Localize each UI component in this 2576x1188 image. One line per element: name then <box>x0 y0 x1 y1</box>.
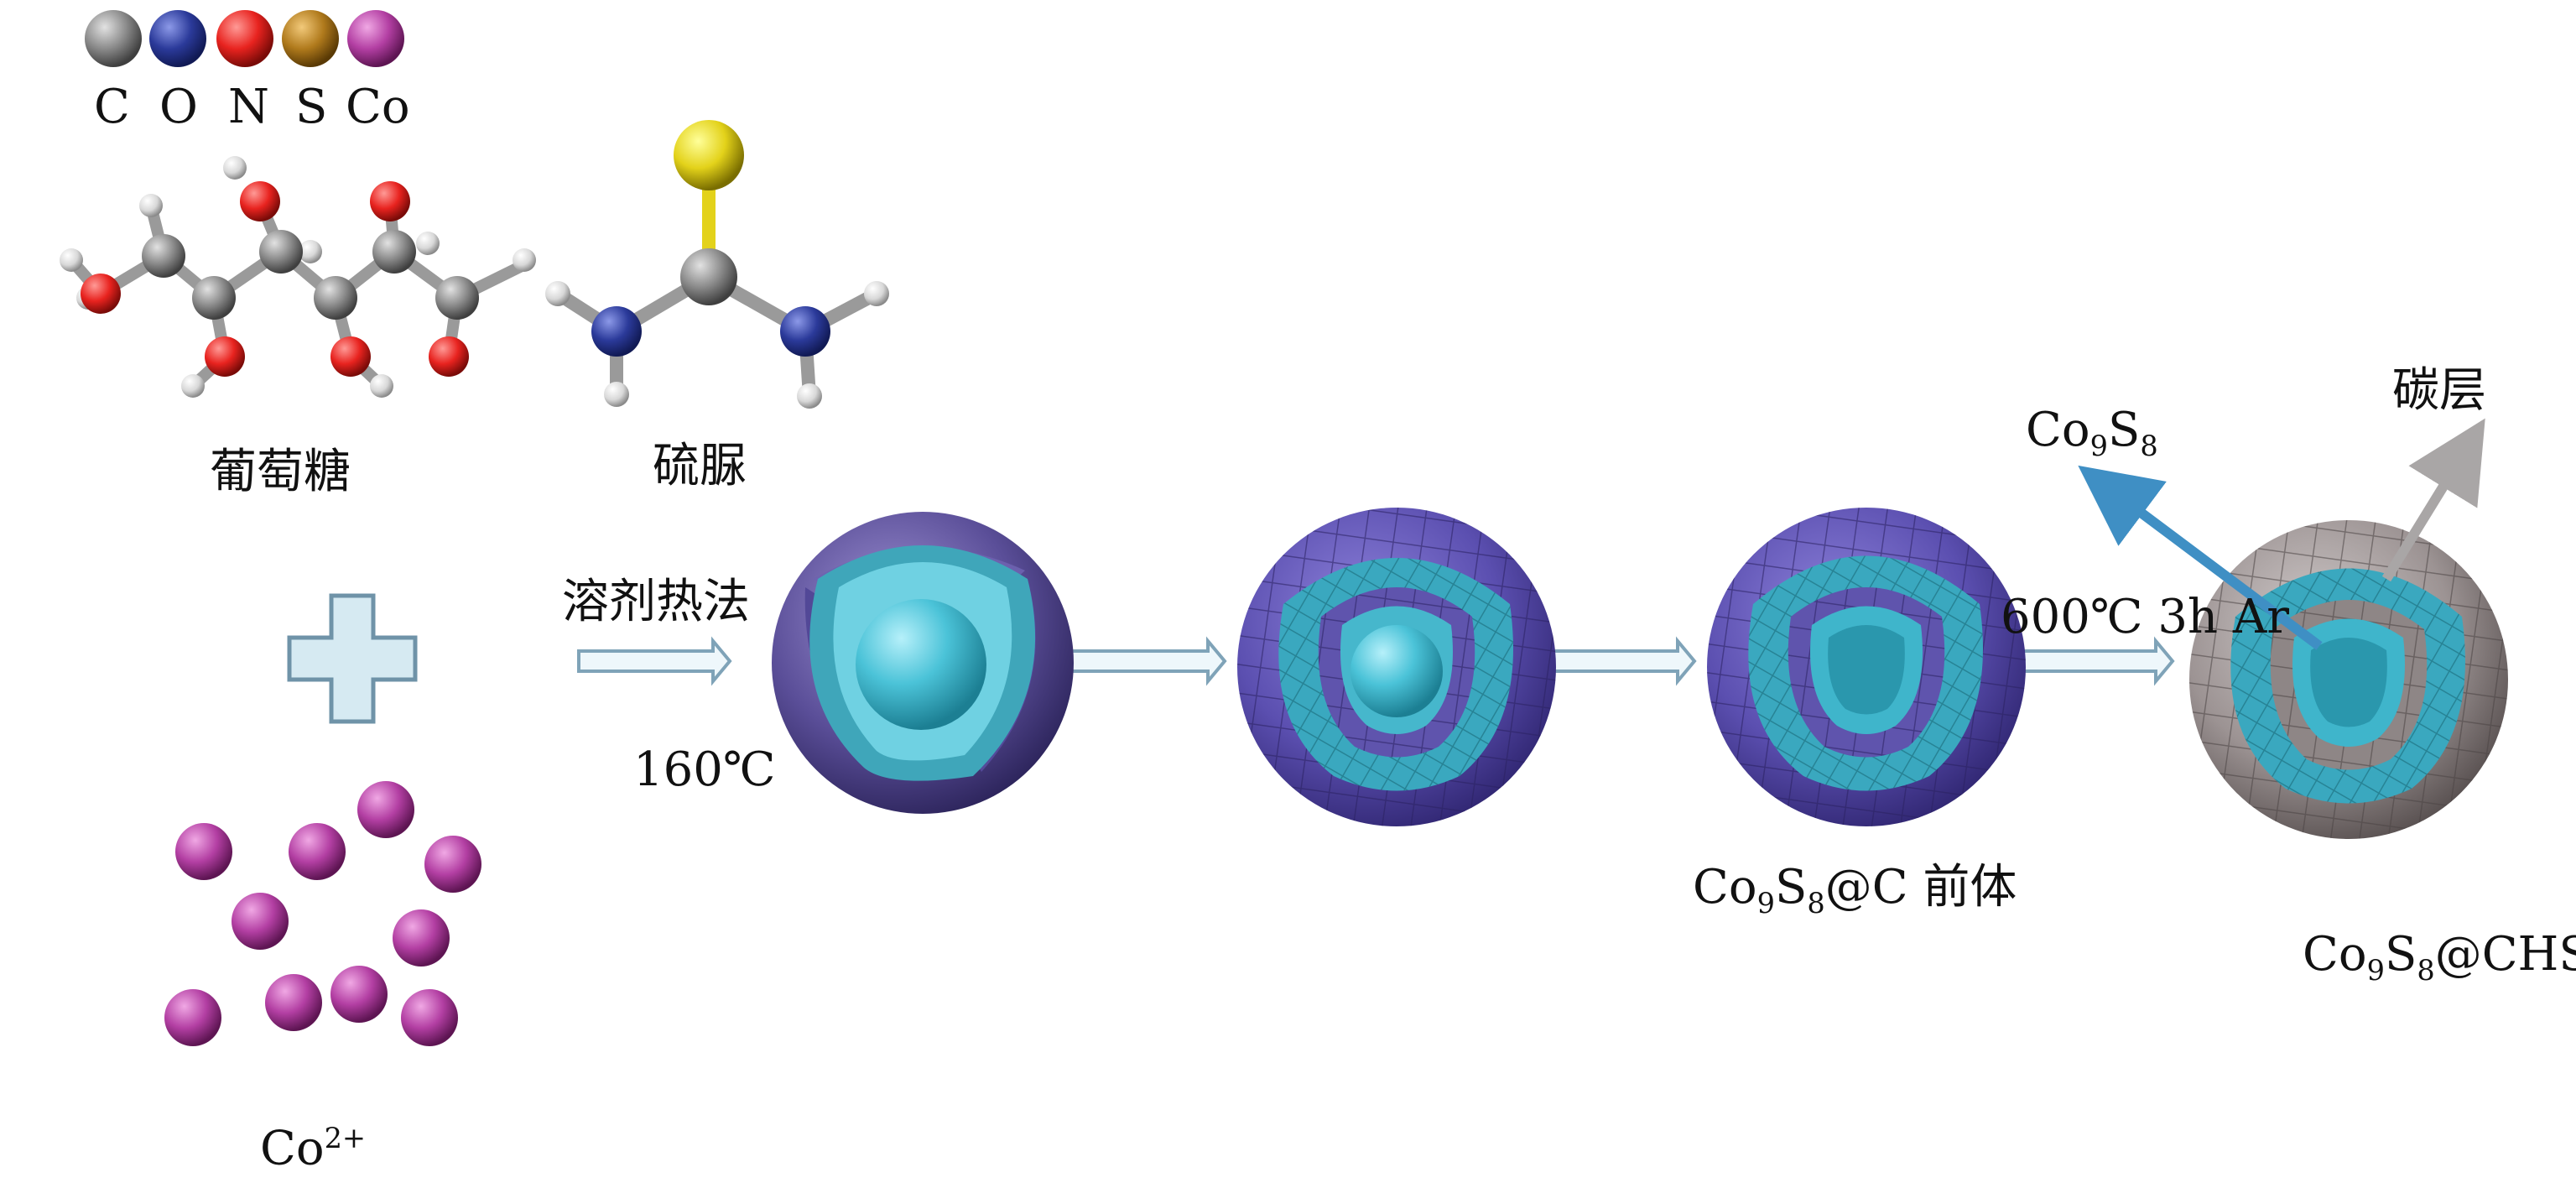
shell-pointer-label: 碳层 <box>2392 363 2486 418</box>
legend-label-nitrogen: N <box>228 80 269 134</box>
legend-cobalt-ball <box>347 10 404 67</box>
precursor-label: Co9S8@C 前体 <box>1693 860 2017 920</box>
cobalt-ion-label: Co2+ <box>260 1121 367 1176</box>
core-pointer-label: Co9S8 <box>2026 403 2158 463</box>
plus-icon <box>287 593 418 724</box>
cobalt-ions <box>164 781 481 1046</box>
sphere-precursor <box>1707 508 2026 826</box>
step1-temperature-label: 160℃ <box>633 742 776 797</box>
arrow-step4 <box>2020 636 2175 686</box>
legend-label-cobalt: Co <box>346 80 410 134</box>
thiourea-label: 硫脲 <box>653 439 747 493</box>
legend-sulfur-ball <box>282 10 339 67</box>
glucose-molecule <box>60 156 536 398</box>
legend-label-carbon: C <box>94 80 130 134</box>
sphere-final-product <box>2189 520 2508 839</box>
step3-condition-label: 600℃ 3h Ar <box>2001 590 2290 644</box>
pointer-arrow-shell <box>2381 418 2485 582</box>
legend-label-sulfur: S <box>295 80 328 134</box>
pointer-arrow-core <box>2078 465 2323 650</box>
glucose-label: 葡萄糖 <box>210 445 351 499</box>
arrow-step3 <box>1542 636 1697 686</box>
atom-legend <box>85 10 404 67</box>
sphere-intermediate <box>1237 508 1556 826</box>
arrow-step1 <box>577 636 732 686</box>
process-arrows <box>577 636 2175 686</box>
legend-oxygen-ball <box>149 10 206 67</box>
legend-nitrogen-ball <box>216 10 273 67</box>
final-product-label: Co9S8@CHS <box>2303 927 2576 987</box>
legend-label-oxygen: O <box>159 80 198 134</box>
arrow-step2 <box>1068 636 1227 686</box>
thiourea-molecule <box>545 120 889 409</box>
sphere-solvothermal-product <box>772 512 1074 814</box>
step1-method-label: 溶剂热法 <box>562 575 750 629</box>
legend-carbon-ball <box>85 10 142 67</box>
